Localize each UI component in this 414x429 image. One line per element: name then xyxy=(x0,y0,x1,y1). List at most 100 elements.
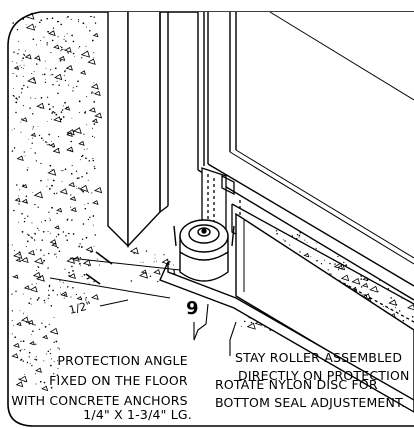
concrete-speck xyxy=(39,60,41,62)
concrete-speck xyxy=(64,168,67,170)
concrete-speck xyxy=(78,46,81,48)
concrete-speck xyxy=(51,140,53,142)
concrete-speck xyxy=(62,231,64,233)
concrete-speck xyxy=(62,105,64,107)
concrete-speck xyxy=(28,356,30,358)
concrete-speck xyxy=(60,292,61,294)
concrete-speck xyxy=(19,310,21,312)
concrete-speck xyxy=(145,250,148,252)
concrete-speck xyxy=(86,124,88,126)
concrete-speck xyxy=(351,277,361,285)
concrete-speck xyxy=(17,53,19,55)
concrete-speck xyxy=(70,206,72,208)
dimension-lines xyxy=(49,251,181,307)
concrete-speck xyxy=(18,49,20,51)
concrete-speck xyxy=(23,220,26,223)
concrete-speck xyxy=(11,320,13,322)
concrete-speck xyxy=(396,304,398,306)
concrete-speck xyxy=(93,16,95,18)
concrete-speck xyxy=(70,172,73,175)
concrete-speck xyxy=(334,263,336,265)
concrete-speck xyxy=(173,264,174,266)
concrete-speck xyxy=(92,200,99,205)
concrete-speck xyxy=(60,291,68,298)
concrete-speck xyxy=(20,92,23,94)
concrete-speck xyxy=(49,219,51,221)
concrete-speck xyxy=(26,257,28,259)
concrete-speck xyxy=(20,340,22,343)
concrete-speck xyxy=(52,146,54,148)
concrete-speck xyxy=(140,269,147,275)
concrete-speck xyxy=(284,240,286,242)
concrete-speck xyxy=(29,107,31,109)
concrete-speck xyxy=(47,168,57,176)
concrete-speck xyxy=(47,350,50,353)
concrete-speck xyxy=(27,233,29,236)
concrete-speck xyxy=(93,136,95,138)
concrete-speck xyxy=(411,315,414,318)
concrete-speck xyxy=(329,273,331,275)
concrete-speck xyxy=(87,58,96,65)
concrete-speck xyxy=(16,62,18,64)
concrete-speck xyxy=(33,70,35,72)
concrete-speck xyxy=(129,247,139,255)
concrete-speck xyxy=(51,169,53,170)
concrete-speck xyxy=(77,19,80,21)
concrete-speck xyxy=(43,36,45,38)
concrete-speck xyxy=(94,234,96,236)
concrete-speck xyxy=(76,187,78,189)
concrete-speck xyxy=(51,112,53,114)
concrete-speck xyxy=(304,239,306,241)
concrete-speck xyxy=(85,45,87,47)
concrete-speck xyxy=(18,378,20,380)
concrete-speck xyxy=(43,73,46,76)
concrete-speck xyxy=(40,249,42,251)
concrete-speck xyxy=(24,217,26,220)
concrete-speck xyxy=(83,274,86,276)
concrete-speck xyxy=(41,74,43,76)
concrete-speck xyxy=(79,70,86,75)
concrete-speck xyxy=(79,243,81,245)
concrete-speck xyxy=(96,258,98,260)
concrete-speck xyxy=(54,253,56,255)
concrete-speck xyxy=(36,249,38,251)
wall-column xyxy=(107,12,169,248)
concrete-speck xyxy=(23,151,25,153)
callout-number: 9 xyxy=(186,298,199,319)
concrete-speck xyxy=(173,269,175,272)
concrete-speck xyxy=(66,33,68,35)
concrete-speck xyxy=(62,282,64,284)
concrete-speck xyxy=(78,245,80,248)
concrete-speck xyxy=(275,230,278,232)
concrete-speck xyxy=(59,188,68,195)
concrete-speck xyxy=(82,190,85,193)
concrete-speck xyxy=(41,385,49,392)
concrete-speck xyxy=(31,365,33,367)
concrete-speck xyxy=(34,240,36,242)
concrete-speck xyxy=(153,269,161,275)
concrete-speck xyxy=(27,76,37,85)
concrete-speck xyxy=(85,246,94,253)
concrete-speck xyxy=(62,116,65,118)
concrete-speck xyxy=(34,358,36,360)
concrete-speck xyxy=(12,275,14,278)
concrete-speck xyxy=(11,244,13,246)
concrete-speck xyxy=(83,204,85,206)
concrete-speck xyxy=(16,28,19,31)
concrete-speck xyxy=(72,52,75,55)
concrete-speck xyxy=(51,17,54,20)
concrete-speck xyxy=(68,232,70,235)
concrete-speck xyxy=(55,113,58,116)
concrete-speck xyxy=(71,165,73,167)
door-panel xyxy=(197,11,414,301)
concrete-speck xyxy=(11,310,13,312)
concrete-speck xyxy=(310,255,312,257)
concrete-speck xyxy=(88,282,90,284)
concrete-speck xyxy=(11,333,13,335)
concrete-speck xyxy=(345,264,348,266)
concrete-speck xyxy=(361,282,369,288)
note-protection-angle: PROTECTION ANGLE FIXED ON THE FLOOR WITH… xyxy=(11,353,192,422)
concrete-speck xyxy=(78,111,80,113)
concrete-speck xyxy=(45,79,46,80)
